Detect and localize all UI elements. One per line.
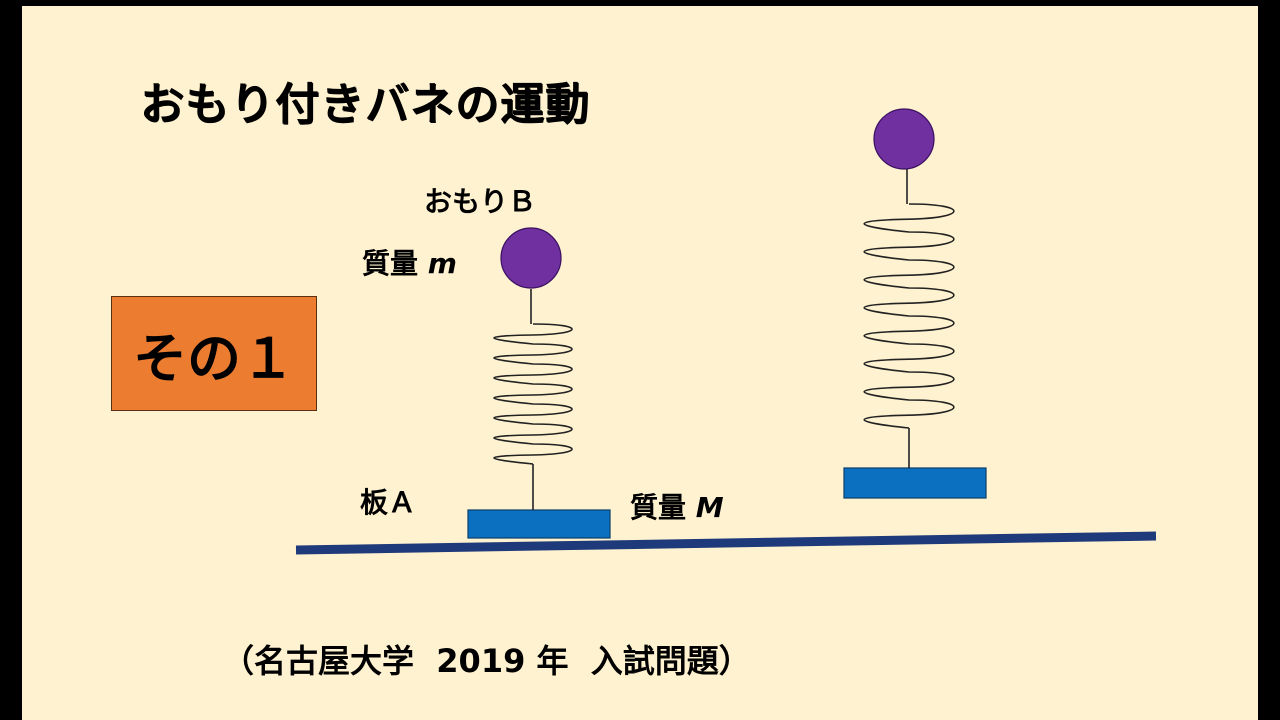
- spring-left-coil: [493, 323, 573, 465]
- mass-m-label: 質量 m: [362, 242, 457, 282]
- mass-M-label: 質量 M: [630, 486, 724, 526]
- slide-title: おもり付きバネの運動: [140, 79, 590, 130]
- weight-b-ball: [500, 227, 562, 289]
- slide-canvas: おもり付きバネの運動 その１ おもりＢ 質量 m 板Ａ 質量 M （名古屋大学 …: [22, 6, 1258, 720]
- diagram-svg: [295, 108, 1157, 555]
- plate-a-right: [843, 467, 987, 499]
- mass-M-prefix: 質量: [630, 491, 687, 524]
- plate-a: [467, 509, 611, 539]
- source-footer: （名古屋大学 2019 年 入試問題）: [222, 642, 751, 680]
- weight-b-ball-right: [873, 108, 935, 170]
- plate-a-label: 板Ａ: [360, 486, 417, 519]
- weight-b-label: おもりＢ: [424, 185, 537, 218]
- floor-line: [295, 531, 1157, 555]
- spring-right-coil: [863, 203, 955, 429]
- part-badge: その１: [111, 296, 317, 411]
- mass-m-prefix: 質量: [362, 247, 419, 280]
- mass-M-symbol: M: [695, 491, 724, 524]
- mass-m-symbol: m: [427, 247, 457, 280]
